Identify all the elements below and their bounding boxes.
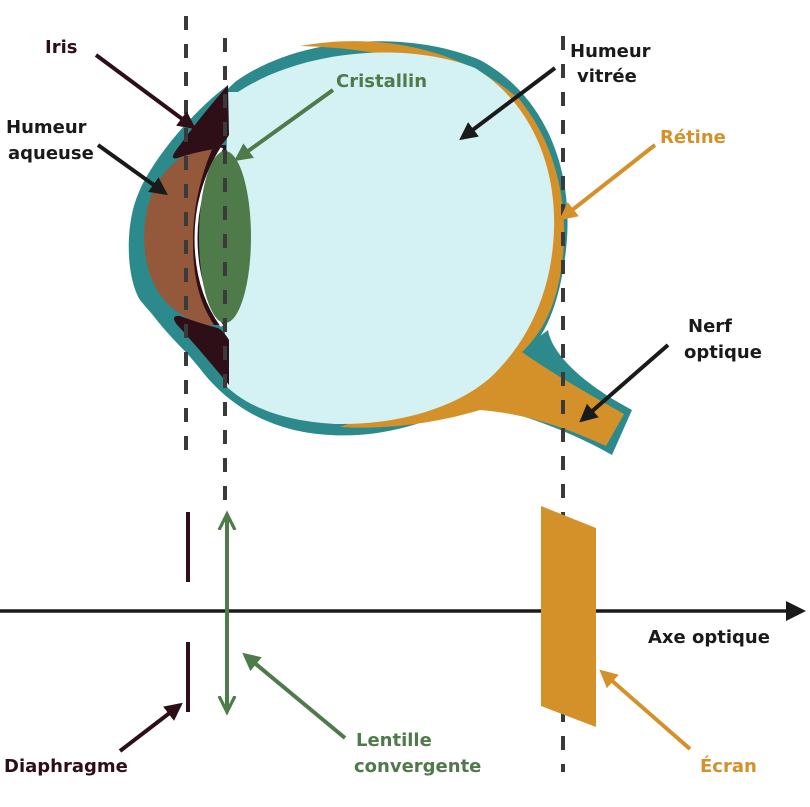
label-humeur-vitree-line1: Humeur (570, 41, 651, 62)
label-iris: Iris (45, 37, 77, 58)
label-nerf-optique-line1: Nerf (688, 316, 732, 337)
crystalline-arrow (234, 88, 335, 162)
optical-axis-arrowhead (786, 601, 806, 621)
label-diaphragme: Diaphragme (4, 756, 128, 777)
label-humeur-vitree-line2: vitrée (577, 66, 637, 87)
screen (541, 506, 596, 727)
aqueous-arrow (96, 143, 168, 196)
label-lentille-line2: convergente (354, 756, 481, 777)
screen-arrow (599, 669, 692, 751)
label-ecran: Écran (700, 755, 757, 777)
vitreous-humor (225, 52, 555, 425)
diaphragm-arrow (118, 702, 183, 753)
retina-arrow (559, 143, 657, 221)
eye (128, 41, 632, 455)
label-humeur-aqueuse-line1: Humeur (6, 117, 87, 138)
optic-nerve-arrow (579, 343, 670, 423)
label-axe-optique: Axe optique (648, 627, 770, 648)
lens-arrow (242, 652, 347, 740)
label-retine: Rétine (660, 127, 726, 148)
iris-arrow (94, 53, 196, 130)
retina (300, 41, 624, 447)
label-lentille-line1: Lentille (356, 730, 432, 751)
label-cristallin: Cristallin (336, 71, 427, 92)
label-nerf-optique-line2: optique (684, 342, 762, 363)
label-humeur-aqueuse-line2: aqueuse (8, 143, 94, 164)
vitreous-arrow (459, 66, 557, 141)
